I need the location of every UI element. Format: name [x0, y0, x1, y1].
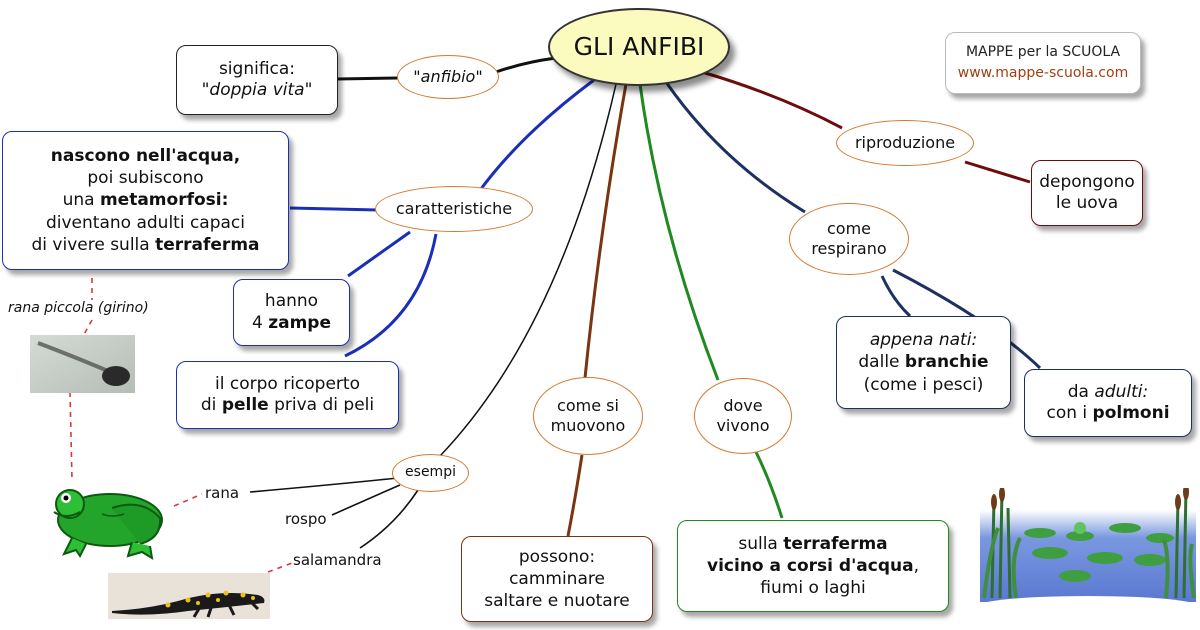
tadpole-caption: rana piccola (girino) [8, 300, 149, 316]
branchie-line-2b: branchie [904, 352, 989, 373]
habitat-line-2-comma: , [913, 555, 919, 576]
habitat-line-1b: terraferma [783, 533, 888, 554]
example-rospo: rospo [285, 510, 327, 528]
branchie-line-3: (come i pesci) [863, 374, 984, 395]
branchie-box: appena nati: dalle branchie (come i pesc… [836, 316, 1011, 409]
muovono-oval-line-1: come si [557, 396, 619, 415]
esempi-oval-label: esempi [405, 464, 456, 481]
zampe-line-1: hanno [264, 291, 319, 312]
riproduzione-oval: riproduzione [836, 120, 974, 166]
title-node: GLI ANFIBI [548, 8, 730, 86]
dovevivono-oval-line-2: vivono [716, 416, 770, 435]
dash-girino-rana [69, 391, 73, 481]
dash-caption-girino [81, 319, 93, 339]
line-caratteristiche-zampe [347, 230, 411, 278]
habitat-box: sulla terraferma vicino a corsi d'acqua,… [677, 520, 949, 612]
zampe-line-2b: zampe [268, 312, 331, 333]
dovevivono-oval-line-1: dove [723, 396, 763, 415]
brand-box[interactable]: MAPPE per la SCUOLA www.mappe-scuola.com [945, 32, 1141, 94]
line-esempi-rana [249, 477, 399, 493]
anfibio-oval: "anfibio" [397, 55, 499, 99]
pond-image [980, 488, 1196, 612]
pelle-line-2b: pelle [221, 395, 269, 415]
metamorfosi-line-3a: una [62, 190, 100, 211]
line-dovevivono-box [753, 449, 784, 519]
movimento-line-1: possono: [518, 546, 596, 567]
pelle-box: il corpo ricoperto di pelle priva di pel… [176, 361, 399, 429]
pelle-line-2a: di [200, 395, 222, 415]
uova-box: depongono le uova [1031, 160, 1143, 226]
line-esempi-salamandra [359, 489, 419, 549]
meaning-line-1: significa: [218, 58, 296, 79]
polmoni-box: da adulti: con i polmoni [1024, 369, 1192, 437]
line-anfibio-meaning [336, 76, 399, 81]
metamorfosi-box: nascono nell'acqua, poi subiscono una me… [2, 131, 289, 270]
polmoni-line-2a: con i [1046, 403, 1093, 423]
line-title-respirano [664, 81, 806, 214]
habitat-line-3: fiumi o laghi [760, 578, 866, 599]
polmoni-line-1a: da [1067, 381, 1095, 402]
respirano-oval-line-1: come [826, 219, 871, 238]
movimento-box: possono: camminare saltare e nuotare [461, 536, 653, 622]
muovono-oval-line-2: muovono [550, 416, 626, 435]
riproduzione-oval-label: riproduzione [854, 133, 956, 152]
polmoni-line-2b: polmoni [1092, 403, 1170, 423]
line-title-caratteristiche [476, 78, 595, 194]
example-salamandra: salamandra [293, 551, 382, 569]
page-title: GLI ANFIBI [573, 32, 705, 62]
metamorfosi-line-2: poi subiscono [87, 168, 204, 189]
branchie-line-1: appena nati: [869, 330, 978, 351]
esempi-oval: esempi [392, 454, 469, 492]
caratteristiche-oval: caratteristiche [375, 186, 533, 232]
line-caratteristiche-metamorfosi [289, 206, 379, 212]
movimento-line-3: saltare e nuotare [484, 591, 630, 612]
uova-line-1: depongono [1039, 171, 1135, 192]
line-title-esempi [439, 83, 617, 457]
salamander-image [108, 573, 270, 619]
example-rana: rana [205, 484, 240, 502]
brand-url[interactable]: www.mappe-scuola.com [957, 65, 1129, 81]
frog-image [53, 489, 163, 560]
zampe-line-2a: 4 [251, 312, 269, 333]
meaning-line-2: "doppia vita" [201, 80, 313, 100]
brand-name: MAPPE per la SCUOLA [965, 43, 1121, 60]
line-muovono-box [566, 454, 584, 537]
zampe-box: hanno 4 zampe [233, 279, 350, 346]
habitat-line-1a: sulla [738, 533, 784, 554]
caratteristiche-oval-label: caratteristiche [395, 199, 513, 218]
line-respirano-nati [880, 275, 912, 318]
line-title-muovono [583, 83, 628, 379]
polmoni-line-1b: adulti: [1094, 381, 1149, 402]
metamorfosi-line-4: diventano adulti capaci [45, 212, 245, 233]
branchie-line-2a: dalle [858, 352, 905, 373]
pelle-line-1: il corpo ricoperto [215, 373, 360, 394]
uova-line-2: le uova [1055, 193, 1119, 213]
dash-rana-label [173, 493, 203, 507]
line-title-riproduzione [701, 70, 843, 130]
habitat-line-2: vicino a corsi d'acqua [707, 555, 914, 576]
respirano-oval-line-2: respirano [811, 239, 887, 258]
line-caratteristiche-pelle [344, 233, 438, 358]
metamorfosi-line-3b: metamorfosi: [99, 190, 229, 211]
line-title-anfibio [495, 56, 557, 74]
line-title-dovevivono [638, 83, 720, 381]
muovono-oval: come si muovono [533, 377, 643, 455]
dash-salamandra-label [267, 562, 293, 573]
tadpole-image [30, 335, 135, 393]
line-esempi-rospo [331, 484, 401, 516]
dovevivono-oval: dove vivono [694, 378, 792, 454]
metamorfosi-line-5b: terraferma [155, 234, 260, 255]
metamorfosi-line-5a: di vivere sulla [31, 234, 156, 255]
pelle-line-2c: priva di peli [268, 395, 375, 415]
respirano-oval: come respirano [789, 203, 909, 275]
metamorfosi-line-1: nascono nell'acqua, [50, 146, 241, 167]
movimento-line-2: camminare [509, 568, 605, 589]
line-riproduzione-box [964, 160, 1031, 184]
anfibio-oval-label: "anfibio" [413, 67, 483, 86]
anfibio-meaning-box: significa: "doppia vita" [176, 45, 338, 115]
